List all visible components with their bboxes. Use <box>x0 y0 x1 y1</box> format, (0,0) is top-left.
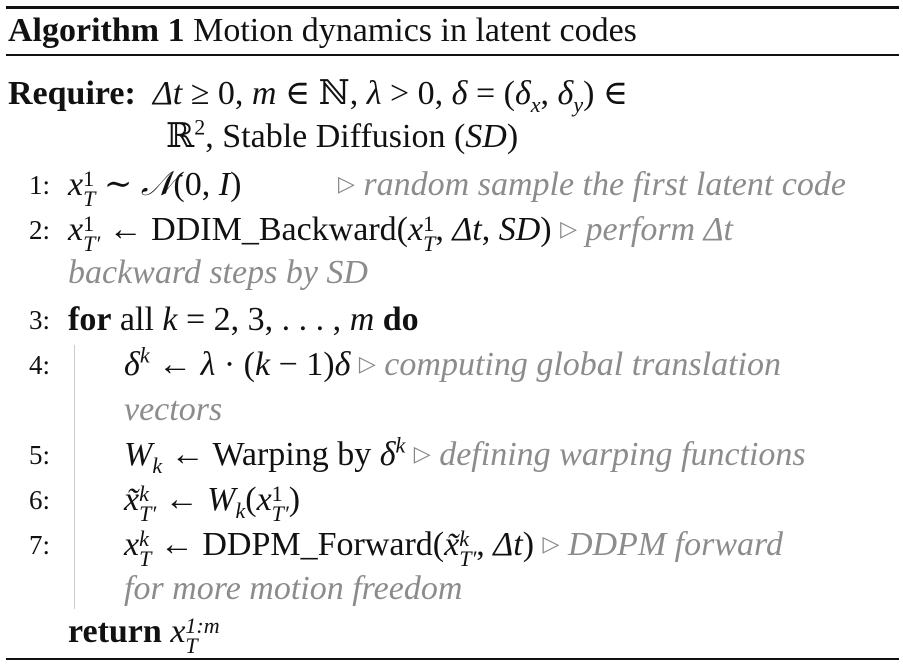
comment-text-2: perform Δt <box>585 211 734 248</box>
algorithm-line-4: δk ← λ · (k − 1)δ ▷ computing global tra… <box>124 342 781 383</box>
line-number-5: 5: <box>28 440 50 470</box>
line-number-3: 3: <box>28 305 50 335</box>
comment-line-2-cont: backward steps by SD <box>68 254 368 291</box>
algorithm-line-3: for all k = 2, 3, . . . , m do <box>68 301 419 338</box>
loop-indent-line <box>74 345 75 609</box>
return-keyword: return <box>68 613 162 650</box>
line-number-7: 7: <box>28 530 50 560</box>
comment-text-1: random sample the first latent code <box>363 166 846 203</box>
comment-text-4: computing global translation <box>384 346 781 383</box>
algorithm-name: Motion dynamics in latent codes <box>193 12 637 49</box>
comment-triangle-icon: ▷ <box>358 351 376 376</box>
comment-text-7: DDPM forward <box>567 526 783 563</box>
comment-line-7-cont: for more motion freedom <box>124 570 463 607</box>
algorithm-title: Algorithm 1 Motion dynamics in latent co… <box>8 10 637 52</box>
ddpm-forward-func: DDPM_Forward <box>202 526 433 563</box>
line-number-4: 4: <box>28 350 50 380</box>
require-line-1: Require: Δt ≥ 0, m ∈ ℕ, λ > 0, δ = (δx, … <box>8 75 629 117</box>
algorithm-label: Algorithm 1 <box>8 12 185 49</box>
require-label: Require: <box>8 75 136 112</box>
comment-triangle-icon: ▷ <box>413 441 431 466</box>
header-rule <box>6 54 899 56</box>
comment-triangle-icon: ▷ <box>560 216 578 241</box>
bottom-rule <box>6 658 899 660</box>
top-rule <box>6 6 899 9</box>
comment-line-1: ▷ random sample the first latent code <box>338 165 846 208</box>
ddim-backward-func: DDIM_Backward <box>151 211 397 248</box>
comment-text-5: defining warping functions <box>439 436 806 473</box>
line-number-1: 1: <box>28 170 50 200</box>
require-line-2: ℝ2, Stable Diffusion (SD) <box>166 114 519 155</box>
warping-text: Warping by <box>212 436 372 473</box>
comment-triangle-icon: ▷ <box>338 171 355 196</box>
line-number-2: 2: <box>28 215 50 245</box>
line-number-6: 6: <box>28 485 50 515</box>
do-keyword: do <box>382 301 419 338</box>
for-all-text: all <box>119 301 154 338</box>
comment-triangle-icon: ▷ <box>542 531 560 556</box>
comment-line-4-cont: vectors <box>124 391 223 428</box>
algorithm-line-5: Wk ← Warping by δk ▷ defining warping fu… <box>124 432 806 478</box>
for-keyword: for <box>68 301 112 338</box>
